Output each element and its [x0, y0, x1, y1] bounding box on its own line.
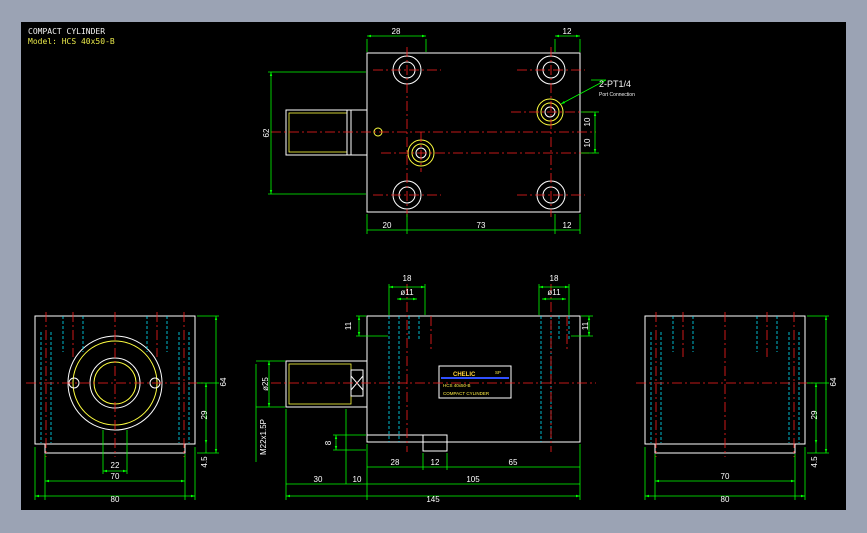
nameplate-model: HCS 40x50-B — [443, 383, 471, 388]
dim-top-62: 62 — [262, 128, 271, 137]
dim-front-d25: ø25 — [261, 377, 270, 391]
dim-left-29: 29 — [200, 410, 209, 419]
dim-top-12: 12 — [563, 27, 572, 36]
dim-top-28: 28 — [392, 27, 401, 36]
dim-front-8: 8 — [324, 440, 333, 445]
cad-drawing: COMPACT CYLINDER Model: HCS 40x50-B — [26, 27, 838, 504]
dim-top-10b: 10 — [583, 138, 592, 147]
dim-front-18b: 18 — [550, 274, 559, 283]
nameplate — [438, 365, 512, 399]
dim-top-73: 73 — [477, 221, 486, 230]
dim-front-30: 30 — [314, 475, 323, 484]
drawing-model: Model: HCS 40x50-B — [28, 37, 115, 46]
nameplate-brand: CHELIC — [453, 372, 476, 378]
dim-front-d11a: ø11 — [400, 288, 414, 297]
nameplate-name: COMPACT CYLINDER — [443, 391, 490, 396]
dim-top-12b: 12 — [563, 221, 572, 230]
dim-front-12: 12 — [431, 458, 440, 467]
dim-right-4-5: 4.5 — [810, 456, 819, 468]
dim-top-10a: 10 — [583, 117, 592, 126]
nameplate-logo-mark: SP — [495, 370, 501, 375]
dim-left-70: 70 — [111, 472, 120, 481]
dim-left-64: 64 — [219, 377, 228, 386]
dim-left-80: 80 — [111, 495, 120, 504]
dim-right-64: 64 — [829, 377, 838, 386]
dim-front-145: 145 — [426, 495, 440, 504]
dim-front-10: 10 — [353, 475, 362, 484]
left-view: 22 70 80 64 29 4.5 — [26, 312, 228, 504]
dim-top-20: 20 — [383, 221, 392, 230]
dim-front-11a: 11 — [344, 321, 353, 330]
dim-right-70: 70 — [721, 472, 730, 481]
dim-front-28: 28 — [391, 458, 400, 467]
dim-front-105: 105 — [466, 475, 480, 484]
right-view: 70 80 64 29 4.5 — [636, 312, 838, 504]
port-callout: 2-PT1/4 — [599, 79, 631, 89]
dim-left-22: 22 — [111, 461, 120, 470]
port-subnote: Port Connection — [599, 92, 635, 98]
drawing-title: COMPACT CYLINDER — [28, 27, 105, 36]
drawing-canvas: COMPACT CYLINDER Model: HCS 40x50-B — [21, 22, 846, 510]
dim-front-18a: 18 — [403, 274, 412, 283]
dim-front-d11b: ø11 — [547, 288, 561, 297]
dim-right-29: 29 — [810, 410, 819, 419]
dim-right-80: 80 — [721, 495, 730, 504]
dim-front-m22: M22x1.5P — [259, 419, 268, 455]
dim-left-4-5: 4.5 — [200, 456, 209, 468]
top-view: 28 12 62 10 10 20 73 12 2-PT1/4 Port Con… — [262, 27, 635, 234]
front-view: CHELIC SP HCS 40x50-B COMPACT CYLINDER — [255, 274, 596, 504]
dim-front-11b: 11 — [581, 321, 590, 330]
dim-front-65: 65 — [509, 458, 518, 467]
